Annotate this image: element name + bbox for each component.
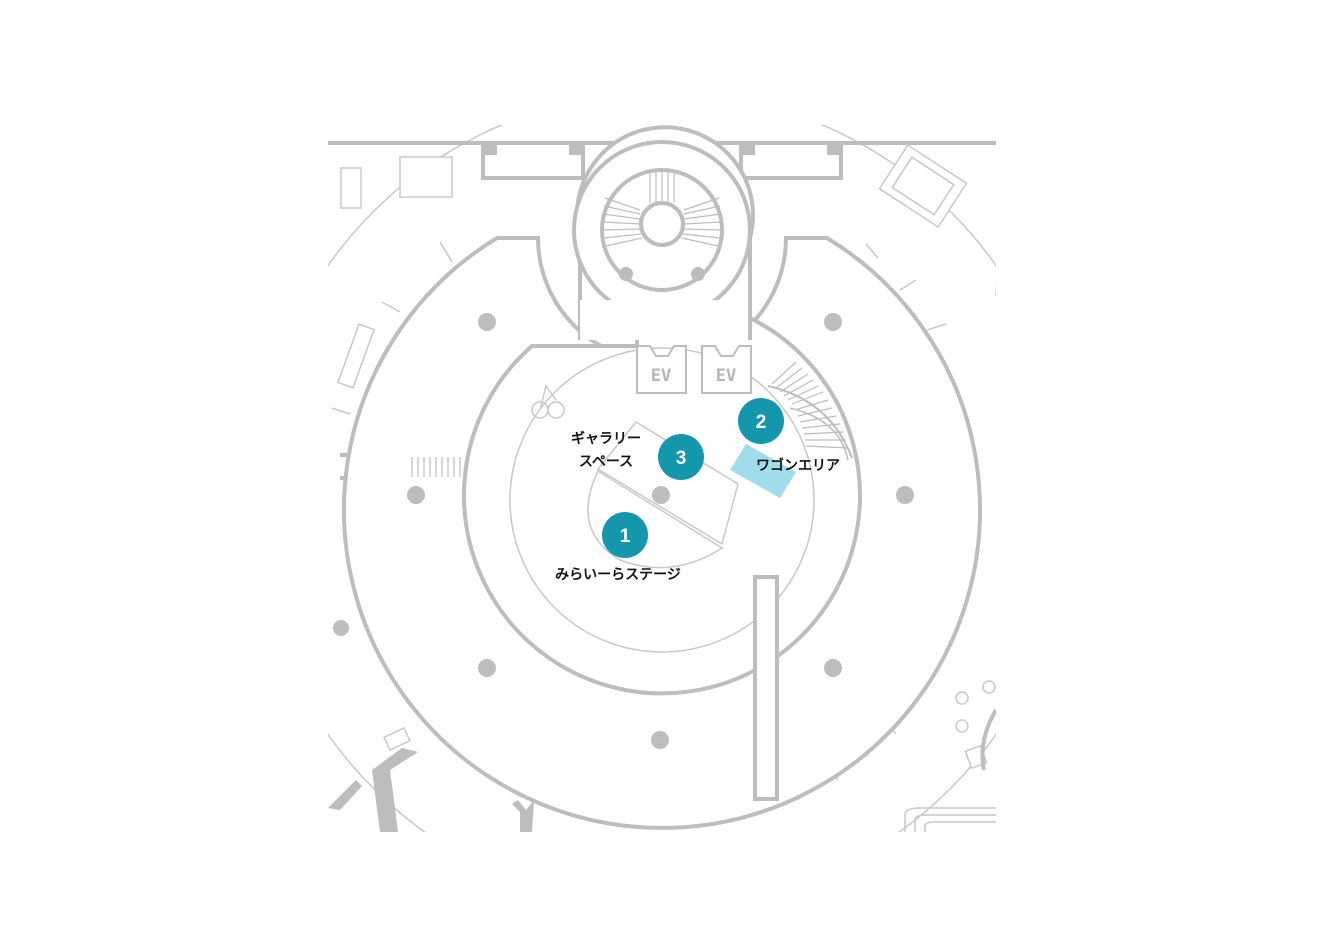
stage-label: みらいーらステージ — [555, 567, 681, 583]
elevator-2: EV — [701, 345, 752, 394]
bicycle-icon — [531, 384, 565, 419]
building-outline: EV EV — [328, 125, 996, 832]
bench — [336, 323, 376, 389]
elevator-label: EV — [716, 366, 736, 386]
atrium-inner-ring — [509, 347, 815, 653]
elevator-label: EV — [651, 366, 671, 386]
marker-1-number: 1 — [620, 526, 631, 547]
gallery-outline — [596, 421, 739, 546]
marker-2[interactable]: 2 — [738, 398, 784, 444]
fixture-box — [340, 167, 362, 209]
marker-3-number: 3 — [676, 448, 687, 469]
curved-stairs — [767, 361, 853, 461]
wagon-area-label: ワゴンエリア — [756, 457, 840, 474]
marker-2-number: 2 — [756, 412, 767, 433]
wagon-area — [730, 444, 796, 498]
gallery-label-line1: ギャラリー — [571, 430, 641, 447]
marker-3[interactable]: 3 — [658, 434, 704, 480]
top-left-alcove — [481, 141, 585, 180]
columns — [407, 313, 914, 749]
top-right-alcove — [739, 141, 843, 180]
elevator-1: EV — [636, 345, 687, 394]
gallery-label-line2: スペース — [579, 454, 633, 470]
spiral-stairs — [602, 170, 722, 247]
stage-outline — [587, 469, 724, 569]
walkway — [753, 575, 779, 801]
marker-1[interactable]: 1 — [602, 512, 648, 558]
fixture-box — [399, 156, 453, 198]
